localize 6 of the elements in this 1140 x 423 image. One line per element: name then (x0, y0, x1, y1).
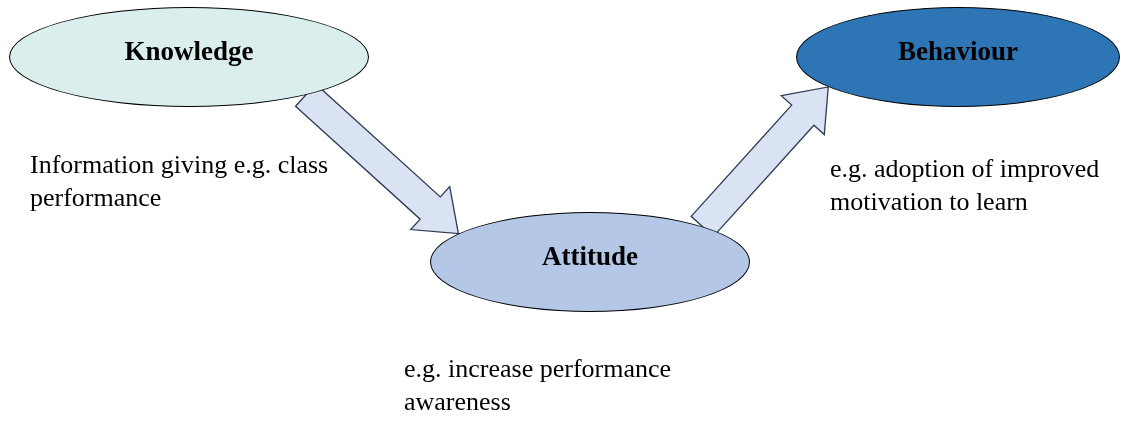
caption-text: Information giving e.g. class performance (30, 149, 330, 214)
node-title: Behaviour (898, 38, 1018, 65)
caption-text: e.g. adoption of improved motivation to learn (830, 153, 1101, 218)
caption-text: e.g. increase performance awareness (403, 353, 673, 418)
node-title: Knowledge (124, 38, 254, 65)
node-title: Attitude (542, 243, 638, 270)
